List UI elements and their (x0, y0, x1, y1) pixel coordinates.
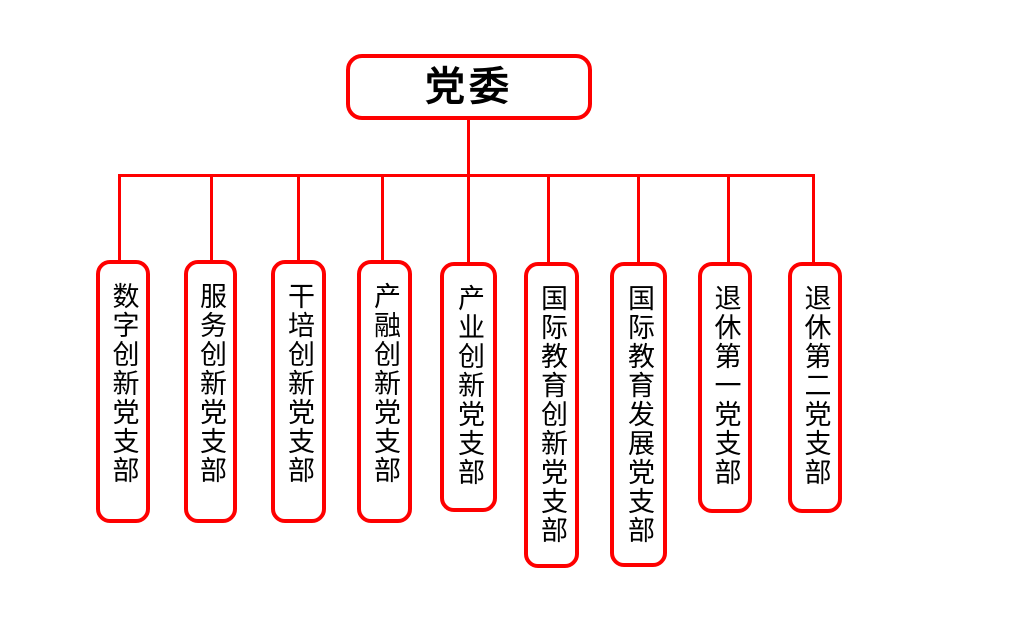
org-node-branch-7: 国际教育发展党支部 (610, 262, 667, 567)
org-node-branch-4-label: 产融创新党支部 (370, 282, 400, 485)
org-node-branch-7-label: 国际教育发展党支部 (624, 284, 654, 545)
org-node-branch-6-label: 国际教育创新党支部 (537, 284, 567, 545)
org-node-branch-2: 服务创新党支部 (184, 260, 237, 523)
org-node-branch-5-label: 产业创新党支部 (454, 284, 484, 487)
connector-drop-6 (547, 174, 550, 262)
connector-drop-9 (812, 174, 815, 262)
connector-drop-8 (727, 174, 730, 262)
org-node-branch-8: 退休第一党支部 (698, 262, 752, 513)
org-node-branch-1: 数字创新党支部 (96, 260, 150, 523)
org-node-branch-3: 干培创新党支部 (271, 260, 326, 523)
org-node-branch-4: 产融创新党支部 (357, 260, 412, 523)
org-node-branch-9: 退休第二党支部 (788, 262, 842, 513)
org-node-branch-2-label: 服务创新党支部 (196, 282, 226, 485)
org-node-root: 党委 (346, 54, 592, 120)
connector-drop-7 (637, 174, 640, 262)
org-node-branch-3-label: 干培创新党支部 (284, 282, 314, 485)
connector-root-stem (467, 118, 470, 176)
connector-drop-4 (381, 174, 384, 262)
org-node-branch-5: 产业创新党支部 (440, 262, 497, 512)
connector-drop-2 (210, 174, 213, 262)
connector-drop-3 (297, 174, 300, 262)
connector-horizontal-bus (118, 174, 815, 177)
org-node-branch-9-label: 退休第二党支部 (800, 284, 831, 487)
org-node-branch-1-label: 数字创新党支部 (108, 282, 139, 485)
connector-drop-1 (118, 174, 121, 262)
connector-drop-5 (467, 174, 470, 262)
org-node-root-label: 党委 (425, 65, 513, 109)
org-node-branch-8-label: 退休第一党支部 (710, 284, 741, 487)
org-node-branch-6: 国际教育创新党支部 (524, 262, 579, 568)
